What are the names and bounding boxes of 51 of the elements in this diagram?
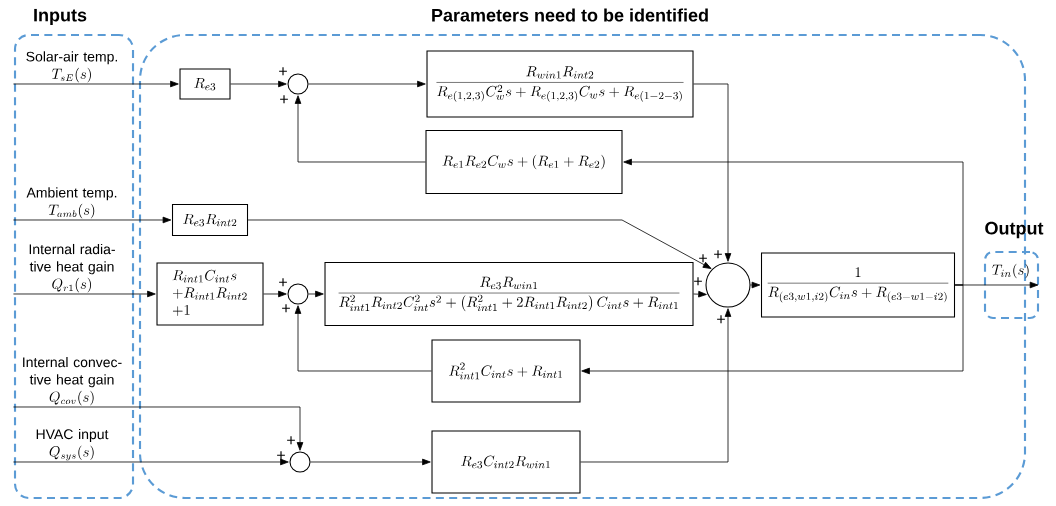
arrow [13, 216, 172, 224]
summing-junction [705, 262, 751, 308]
arrow [693, 83, 732, 262]
transfer-function-block: $\frac{R_{win1}R_{int2}}{R_{e(1,2,3)}C_w^2s+R_{e(1,2,3)}C_ws+R_{e(1-2-3)}}$ [426, 50, 694, 118]
input-label: Ambient temp. $T_{amb}(s)$ [26, 187, 117, 219]
plus-sign: + [287, 436, 295, 445]
plus-sign: + [279, 67, 287, 76]
plus-sign: + [714, 250, 722, 259]
plus-sign: + [694, 277, 702, 286]
plus-sign: + [277, 451, 285, 460]
arrow [623, 158, 964, 286]
arrow [13, 458, 289, 466]
transfer-function-block: $\frac{R_{e3}R_{win1}}{R_{int1}^2R_{int2}C_{int}^2s^2+\left(R_{int1}^2+2R_{int1}R_{int2}\right)C_{int}s+R_{int1}}$ [324, 261, 694, 327]
arrow [750, 281, 761, 289]
summing-junction [287, 283, 309, 305]
arrow [310, 458, 431, 466]
transfer-function-block: $R_{e1}R_{e2}C_ws+(R_{e1}+R_{e2})$ [425, 129, 623, 195]
arrow [13, 290, 156, 298]
input-label: Internal convec-tive heat gain $Q_{cov}(s)$ [23, 356, 122, 406]
arrow [13, 80, 179, 88]
arrow [308, 80, 426, 88]
input-label: HVAC input $Q_{sys}(s)$ [36, 428, 109, 461]
heading: Output [985, 221, 1044, 239]
summing-junction [289, 451, 311, 473]
input-label: Internal radia-tive heat gain $Q_{r1}(s)$ [29, 243, 115, 293]
heading: Inputs [34, 8, 87, 26]
arrow [263, 290, 287, 298]
arrow [230, 80, 287, 88]
heading: Parameters need to be identified [432, 8, 708, 22]
transfer-function-block: $\frac{1}{R_{(e3,w1,i2)}C_{in}s+R_{(e3-w1-i2)}}$ [760, 252, 956, 318]
arrow [308, 290, 324, 298]
summing-junction [287, 73, 309, 95]
output-signal: $T_{in}(s)$ [992, 263, 1029, 279]
plus-sign: + [699, 254, 707, 263]
arrow [580, 308, 732, 463]
arrow [581, 284, 964, 375]
plus-sign: + [279, 278, 287, 287]
arrow [693, 290, 707, 298]
transfer-function-block: $R_{int1}^2C_{int}s+R_{int1}$ [431, 339, 581, 403]
arrow [294, 95, 426, 163]
arrow [294, 305, 432, 372]
arrow [13, 406, 304, 451]
transfer-function-block: $\begin{array}{l}R_{int1}C_{int}s\\+R_{int1}R_{int2}\\+1\end{array}$ [156, 262, 264, 326]
input-label: Solar-air temp. $T_{sE}(s)$ [26, 51, 117, 83]
arrow [247, 219, 712, 269]
transfer-function-block: $R_{e3}R_{int2}$ [171, 203, 249, 237]
transfer-function-block: $R_{e3}$ [179, 68, 231, 100]
plus-sign: + [282, 304, 290, 313]
plus-sign: + [717, 315, 725, 324]
transfer-function-block: $R_{e3}C_{int2}R_{win1}$ [431, 430, 581, 494]
plus-sign: + [280, 95, 288, 104]
